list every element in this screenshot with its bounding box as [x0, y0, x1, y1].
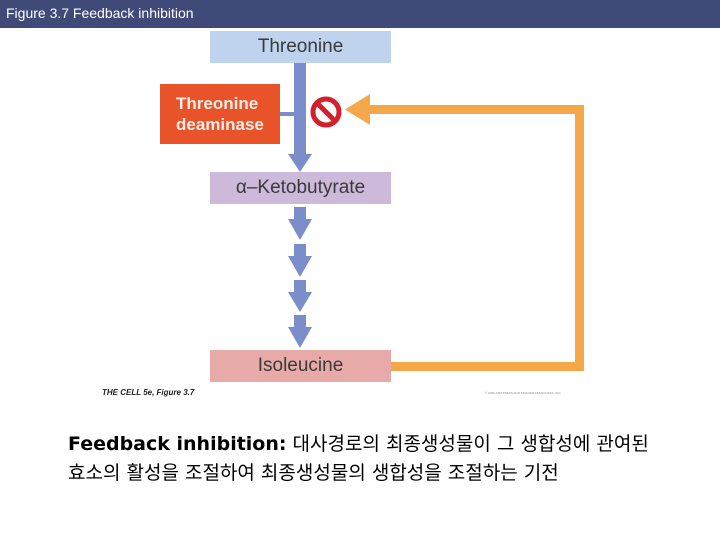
arrow-step-2 [288, 244, 312, 277]
node-threonine: Threonine [210, 31, 391, 63]
node-ketobutyrate-label: α–Ketobutyrate [235, 177, 366, 198]
arrow-step-4 [288, 315, 312, 348]
figure-title: Figure 3.7 Feedback inhibition [6, 5, 194, 21]
node-ketobutyrate: α–Ketobutyrate [210, 172, 391, 204]
inhibition-icon [310, 96, 342, 128]
caption-term: Feedback inhibition: [68, 433, 287, 455]
node-threonine-deaminase: Threonine deaminase [160, 84, 280, 144]
figure-credit: THE CELL 5e, Figure 3.7 [102, 388, 195, 397]
node-isoleucine: Isoleucine [210, 350, 391, 382]
arrow-threonine-to-keto [288, 63, 312, 172]
title-bar: Figure 3.7 Feedback inhibition [0, 0, 720, 28]
caption-text: 대사경로의 최종생성물이 그 생합성에 관여된 효소의 활성을 조절하여 최종생… [68, 433, 649, 484]
node-threonine-label: Threonine [257, 36, 344, 57]
node-isoleucine-label: Isoleucine [257, 355, 344, 376]
node-enzyme-label: Threonine deaminase [176, 94, 264, 134]
arrow-step-3 [288, 280, 312, 312]
copyright-notice: © 2009 ASM PRESS AND SINAUER ASSOCIATES,… [485, 391, 562, 395]
feedback-arrow [345, 94, 584, 371]
enzyme-connector [280, 112, 296, 116]
caption: Feedback inhibition: 대사경로의 최종생성물이 그 생합성에… [68, 430, 668, 488]
arrow-step-1 [288, 207, 312, 240]
